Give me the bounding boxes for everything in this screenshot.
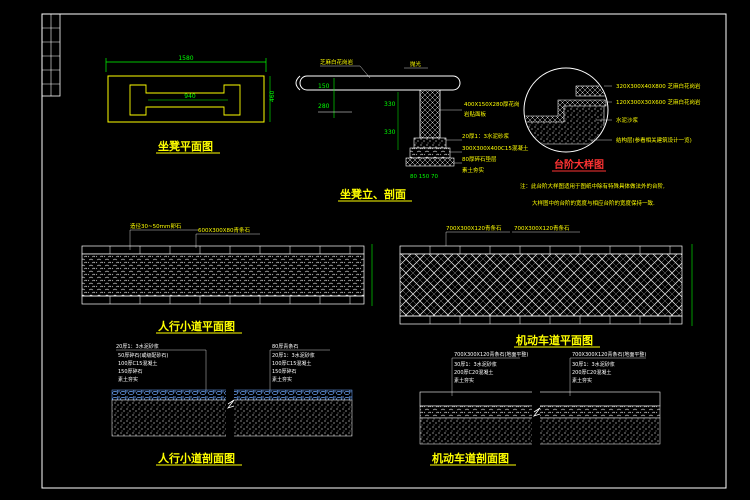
road-section-right-3: 素土夯实 xyxy=(572,377,592,384)
walk-plan: 造径30~50mm卵石 600X300X80青条石 人行小道平面图 xyxy=(81,222,373,334)
step-label-1: 320X300X40X800 芝麻白花岗岩 xyxy=(616,82,701,90)
walk-plan-label-2: 600X300X80青条石 xyxy=(198,226,251,234)
step-label-2: 120X300X30X600 芝麻白花岗岩 xyxy=(616,98,701,106)
road-section-right-header: 700X300X120青条石(地面平整) xyxy=(572,351,646,358)
bench-section-dim-280: 280 xyxy=(318,103,330,110)
walk-plan-title: 人行小道平面图 xyxy=(158,319,235,333)
road-plan-label-1: 700X300X120青条石 xyxy=(446,224,502,232)
step-detail: 320X300X40X800 芝麻白花岗岩 120X300X30X600 芝麻白… xyxy=(520,67,701,207)
step-note-2: 大样图中的台阶的宽度与相应台阶的宽度保持一致. xyxy=(532,199,655,207)
bench-section-concrete: 300X300X400C15混凝土 xyxy=(462,144,529,152)
road-section-left-2: 200厚C20混凝土 xyxy=(454,369,493,376)
walk-section-left-3: 150厚碎石 xyxy=(118,368,143,375)
bench-section-soil: 素土夯实 xyxy=(462,166,485,174)
step-label-4: 结构层(参看相关建筑设计一览) xyxy=(616,136,692,144)
bench-section-dim-330b: 330 xyxy=(384,129,396,136)
bench-plan: 1580 940 460 坐凳平面图 xyxy=(105,55,276,154)
road-section: 700X300X120青条石(地面平整) 30厚1：3水泥砂浆 200厚C20混… xyxy=(419,351,661,466)
bench-section-bottom-dims: 80 150 70 xyxy=(410,174,438,180)
step-note-1: 注：此台阶大样图适用于图纸中除有特殊具体做法外的台阶, xyxy=(520,182,665,190)
bench-section-stone-spec: 400X150X280厚花岗 xyxy=(464,100,520,108)
bench-section: 150 280 330 330 芝麻白花岗岩 抛光 400X150X280厚花岗… xyxy=(295,58,529,202)
bench-section-dim-150: 150 xyxy=(318,83,330,90)
bench-section-title: 坐凳立、剖面 xyxy=(340,187,406,201)
bench-plan-dim-inner: 940 xyxy=(184,93,196,100)
bench-section-dim-330a: 330 xyxy=(384,101,396,108)
walk-section: 20厚1：3水泥砂浆 50厚碎石(或级配砂石) 100厚C15混凝土 150厚碎… xyxy=(111,343,353,466)
drawing-frame xyxy=(41,13,727,489)
road-section-left-1: 30厚1：3水泥砂浆 xyxy=(454,361,497,368)
step-label-3: 水泥沙浆 xyxy=(616,116,639,124)
bench-section-stone-spec2: 岩贴面板 xyxy=(464,110,487,118)
bench-section-mortar: 20厚1：3水泥砂浆 xyxy=(462,132,509,140)
walk-section-right-1: 20厚1：3水泥砂浆 xyxy=(272,352,315,359)
walk-section-left-1: 50厚碎石(或级配砂石) xyxy=(118,352,168,359)
walk-section-right-3: 150厚碎石 xyxy=(272,368,297,375)
step-detail-title: 台阶大样图 xyxy=(554,158,604,171)
walk-section-right-4: 素土夯实 xyxy=(272,376,292,383)
road-section-right-1: 30厚1：3水泥砂浆 xyxy=(572,361,615,368)
road-plan-title: 机动车道平面图 xyxy=(516,333,593,347)
walk-section-title: 人行小道剖面图 xyxy=(158,451,235,465)
bench-plan-title: 坐凳平面图 xyxy=(158,139,213,153)
road-plan: 700X300X120青条石 700X300X120青条石 机动车道平面图 xyxy=(399,224,693,348)
road-section-title: 机动车道剖面图 xyxy=(432,451,509,465)
walk-plan-label-1: 造径30~50mm卵石 xyxy=(130,222,182,230)
walk-section-right-header: 80厚青条石 xyxy=(272,343,298,350)
road-section-left-3: 素土夯实 xyxy=(454,377,474,384)
walk-section-right-2: 100厚C15混凝土 xyxy=(272,360,311,367)
walk-section-left-2: 100厚C15混凝土 xyxy=(118,360,157,367)
bench-section-gravel: 80厚碎石垫层 xyxy=(462,155,497,163)
bench-plan-dim-width: 460 xyxy=(269,90,276,102)
road-section-left-header: 700X300X120青条石(地面平整) xyxy=(454,351,528,358)
walk-section-left-header: 20厚1：3水泥砂浆 xyxy=(116,343,159,350)
road-plan-label-2: 700X300X120青条石 xyxy=(514,224,570,232)
walk-section-left-4: 素土夯实 xyxy=(118,376,138,383)
bench-section-top-note: 芝麻白花岗岩 xyxy=(320,58,354,66)
road-section-right-2: 200厚C20混凝土 xyxy=(572,369,611,376)
bench-plan-dim-length: 1580 xyxy=(178,55,193,62)
title-block xyxy=(41,13,61,97)
bench-section-mark-a: 抛光 xyxy=(410,60,422,68)
